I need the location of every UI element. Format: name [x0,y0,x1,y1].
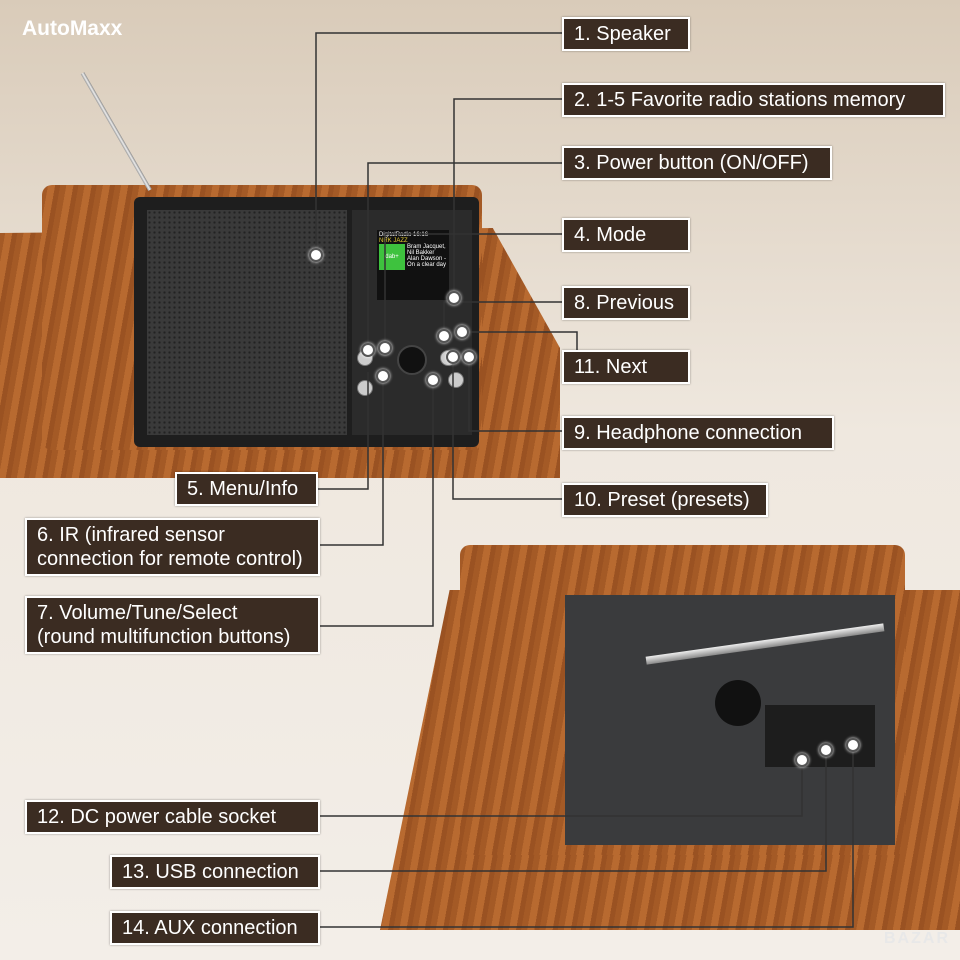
label-volume-line2: (round multifunction buttons) [37,626,291,648]
ir-marker [376,369,390,383]
usb-marker [819,743,833,757]
speaker-marker [309,248,323,262]
label-ir: 6. IR (infrared sensor connection for re… [25,518,320,576]
volume-marker [426,373,440,387]
label-favorites: 2. 1-5 Favorite radio stations memory [562,83,945,117]
label-previous: 8. Previous [562,286,690,320]
label-ir-line1: 6. IR (infrared sensor [37,524,225,546]
aux-marker [846,738,860,752]
label-aux: 14. AUX connection [110,911,320,945]
volume-knob[interactable] [397,345,427,375]
dc-marker [795,753,809,767]
bass-port [715,680,761,726]
label-headphone: 9. Headphone connection [562,416,834,450]
preset-marker [446,350,460,364]
watermark: BAZAR [884,930,950,947]
screen-text: Bram Jacquet, Nil Bakker Alan Dawson - O… [407,244,447,268]
rear-ports [765,705,875,767]
front-radio: DigitalRadio 16:16 NRK JAZZ dab+ Bram Ja… [42,185,482,450]
label-volume: 7. Volume/Tune/Select (round multifuncti… [25,596,320,654]
label-menu: 5. Menu/Info [175,472,318,506]
previous-marker [437,329,451,343]
next-marker [455,325,469,339]
mode-marker [378,341,392,355]
headphone-marker [462,350,476,364]
favorites-marker [447,291,461,305]
back-radio [460,545,905,855]
label-volume-line1: 7. Volume/Tune/Select [37,602,238,624]
brand-logo: AutoMaxx [22,17,123,40]
label-mode: 4. Mode [562,218,690,252]
screen-title: DigitalRadio [379,232,412,238]
label-speaker: 1. Speaker [562,17,690,51]
dab-logo: dab+ [379,244,405,270]
speaker-grill [147,210,347,435]
label-preset: 10. Preset (presets) [562,483,768,517]
power-marker [361,343,375,357]
label-ir-line2: connection for remote control) [37,548,303,570]
screen-station: NRK JAZZ [379,238,408,244]
menu-button[interactable] [357,380,373,396]
label-usb: 13. USB connection [110,855,320,889]
label-next: 11. Next [562,350,690,384]
preset-button[interactable] [448,372,464,388]
label-dc: 12. DC power cable socket [25,800,320,834]
label-power: 3. Power button (ON/OFF) [562,146,832,180]
screen-time: 16:16 [413,232,429,238]
display-screen: DigitalRadio 16:16 NRK JAZZ dab+ Bram Ja… [377,230,449,300]
